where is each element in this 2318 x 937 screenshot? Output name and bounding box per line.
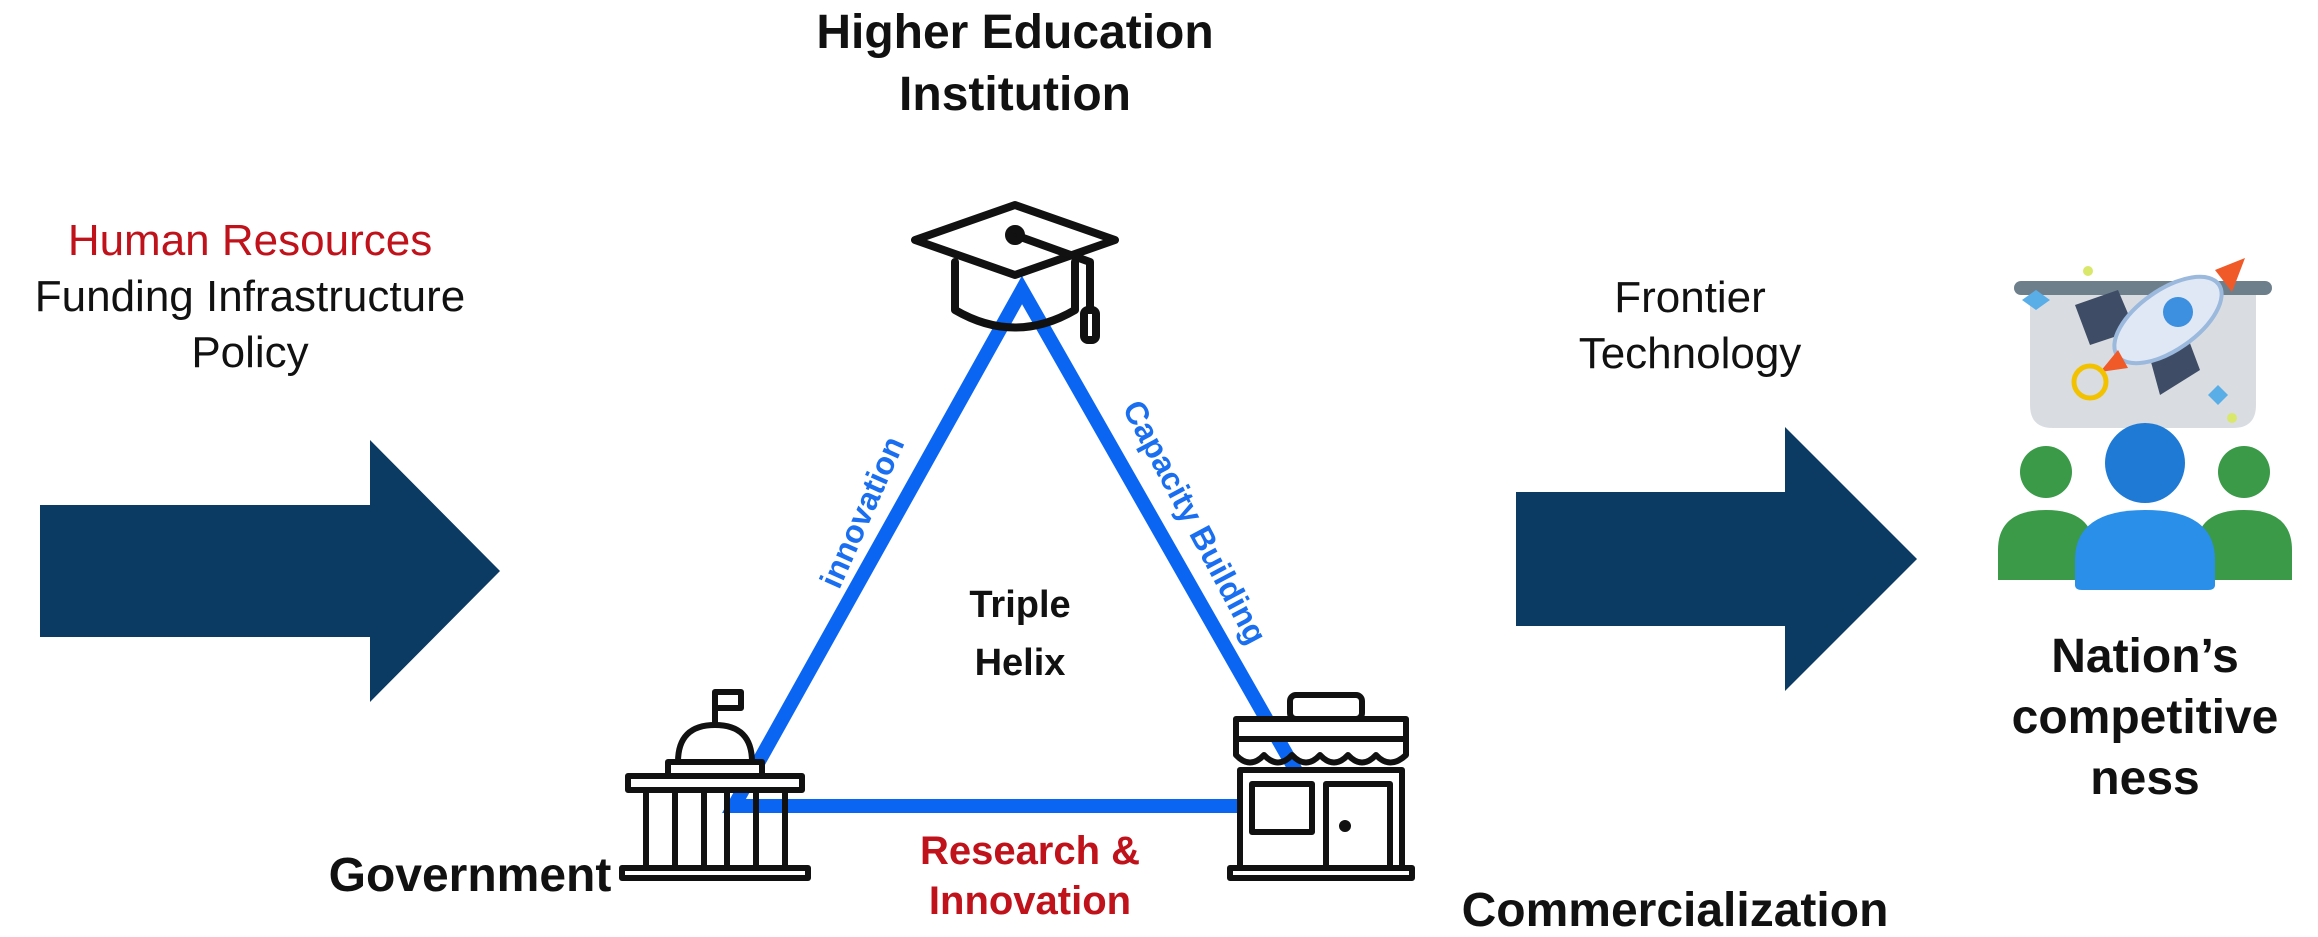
center-line2: Helix [974,642,1066,684]
center-line1: Triple [969,584,1071,626]
frontier-line1: Frontier [1614,273,1766,322]
triple-helix-triangle [722,275,1329,813]
output-arrow [1516,427,1917,691]
hei-title-line1: Higher Education [816,6,1214,59]
nations-competitiveness-label: Nation’s competitive ness [1980,626,2310,809]
people-rocket-icon [1998,258,2292,590]
graduation-cap-icon [911,201,1119,344]
input-policy: Policy [191,328,309,377]
government-building-icon [619,689,811,881]
hei-title-line2: Institution [899,68,1131,121]
research-line1: Research & [919,829,1141,873]
research-line2: Innovation [928,879,1132,923]
edge-label-research-innovation: Research & Innovation [880,826,1180,926]
triple-helix-label: Triple Helix [920,576,1120,692]
input-human-resources: Human Resources [67,216,433,265]
outcome-line1: Nation’s [2051,630,2239,683]
input-arrow [40,440,500,702]
hei-title: Higher Education Institution [700,2,1330,126]
node-label-government: Government [328,849,612,902]
frontier-line2: Technology [1578,329,1802,378]
input-list: Human Resources Funding Infrastructure P… [0,213,500,381]
frontier-technology-label: Frontier Technology [1530,270,1850,382]
storefront-icon [1227,692,1415,881]
node-label-commercialization: Commercialization [1461,884,1889,937]
input-funding: Funding Infrastructure [34,272,466,321]
outcome-line3: ness [2090,752,2200,805]
outcome-line2: competitive [2011,691,2279,744]
